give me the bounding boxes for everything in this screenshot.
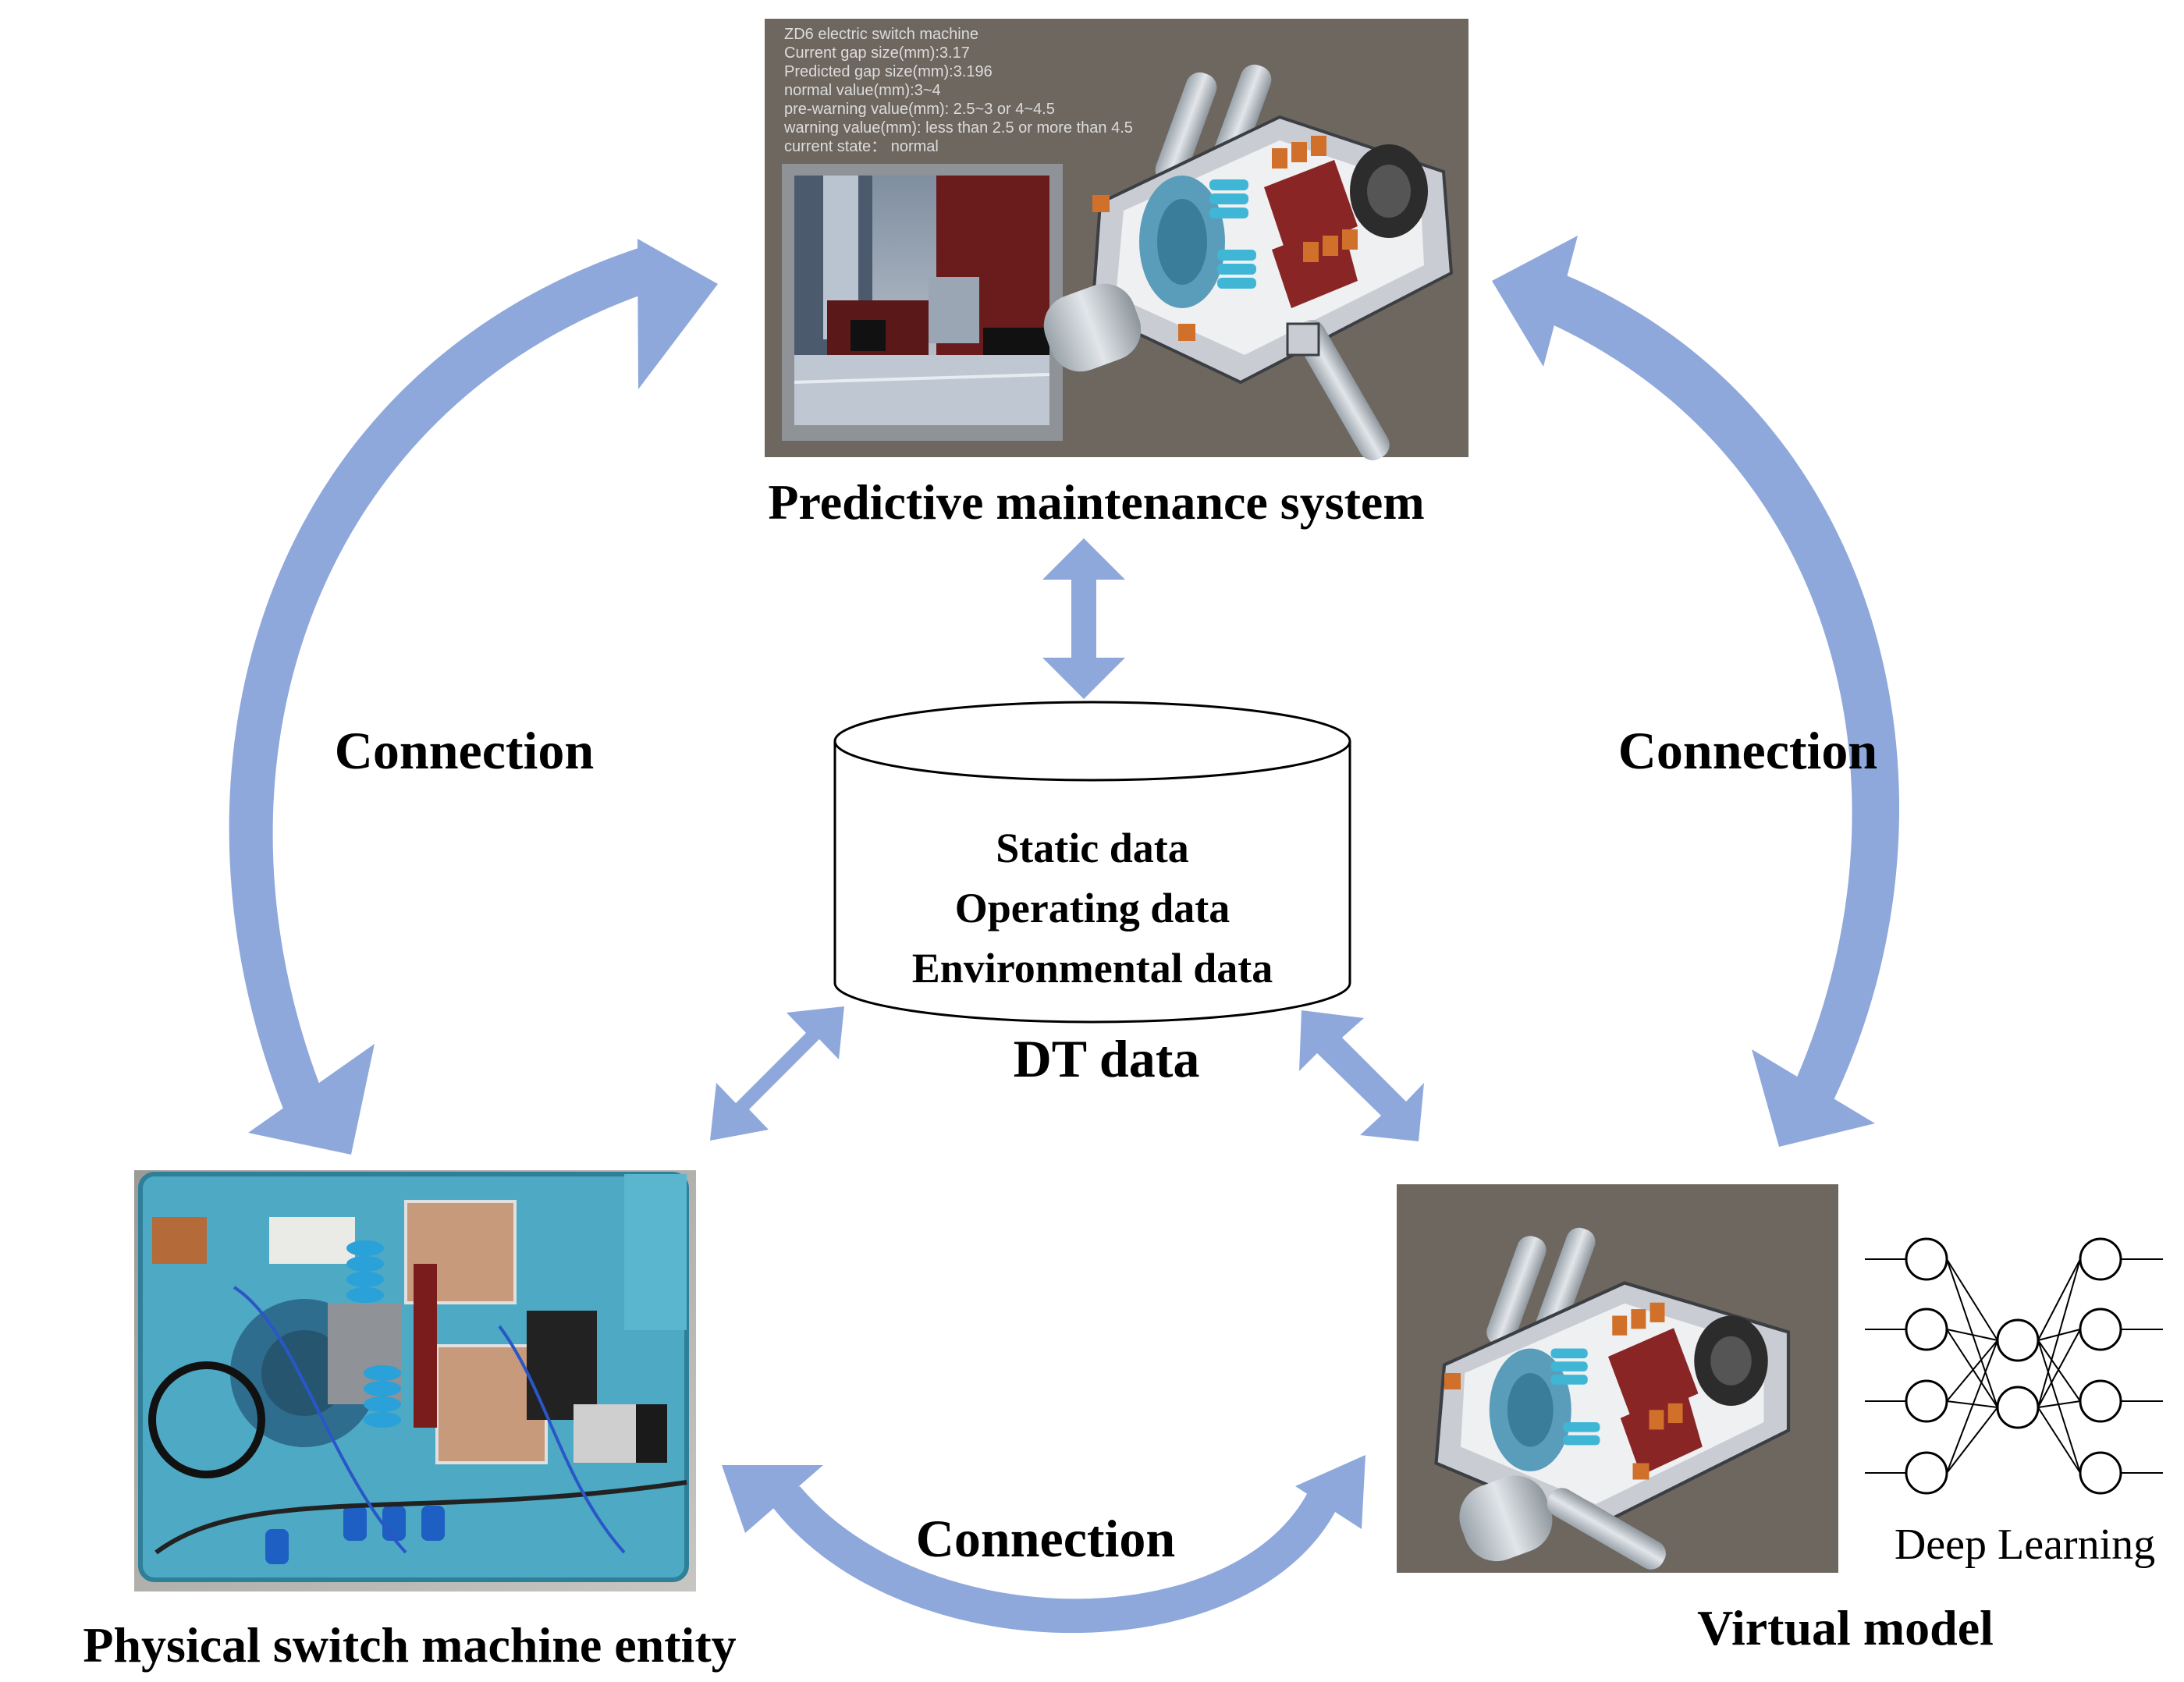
connection-label-right: Connection <box>1618 721 1877 780</box>
predictive-maintenance-panel: ZD6 electric switch machine Current gap … <box>765 19 1468 530</box>
connection-label-bottom: Connection <box>916 1509 1175 1568</box>
hud-text: ZD6 electric switch machine Current gap … <box>783 26 1133 155</box>
input-node <box>1905 1451 1948 1495</box>
predictive-maintenance-caption: Predictive maintenance system <box>768 474 1424 530</box>
output-node <box>2079 1451 2122 1495</box>
gap-zoom-view <box>782 164 1063 441</box>
virtual-model-caption: Virtual model <box>1697 1600 1994 1655</box>
hud-line: ZD6 electric switch machine <box>784 26 978 43</box>
output-node <box>2079 1308 2122 1351</box>
data-arrow-right <box>1299 1010 1424 1141</box>
hud-line: pre-warning value(mm): 2.5~3 or 4~4.5 <box>784 101 1055 118</box>
hud-line: Predicted gap size(mm):3.196 <box>784 63 993 80</box>
hidden-node <box>1996 1318 2040 1362</box>
connection-label-left: Connection <box>335 721 594 780</box>
switch-machine-3d-model <box>1043 64 1454 461</box>
connection-arrow-left <box>229 239 718 1155</box>
network-edges <box>1865 1258 2163 1474</box>
database-line-operating: Operating data <box>955 885 1230 931</box>
deep-learning-network: Deep Learning <box>1865 1237 2163 1569</box>
dt-data-caption: DT data <box>1014 1029 1200 1088</box>
hud-line: Current gap size(mm):3.17 <box>784 44 970 62</box>
data-arrow-top <box>1042 538 1125 699</box>
database-line-environmental: Environmental data <box>912 945 1273 992</box>
database-line-static: Static data <box>996 825 1188 871</box>
network-nodes <box>1905 1237 2122 1495</box>
physical-entity-caption: Physical switch machine entity <box>83 1617 736 1673</box>
hidden-node <box>1996 1386 2040 1429</box>
dt-data-database: Static data Operating data Environmental… <box>833 701 1351 1088</box>
input-node <box>1905 1379 1948 1423</box>
physical-switch-machine-photo: Physical switch machine entity <box>83 1170 737 1673</box>
deep-learning-label: Deep Learning <box>1895 1521 2155 1569</box>
output-node <box>2079 1379 2122 1423</box>
data-arrow-left <box>710 1006 844 1141</box>
hud-line: current state： normal <box>784 138 939 155</box>
virtual-model-panel: Virtual model <box>1397 1184 1994 1655</box>
hud-line: normal value(mm):3~4 <box>784 82 941 99</box>
connection-arrow-bottom <box>722 1455 1365 1634</box>
connection-arrow-right <box>1492 236 1900 1147</box>
database-top <box>833 701 1351 782</box>
input-node <box>1905 1308 1948 1351</box>
hud-line: warning value(mm): less than 2.5 or more… <box>783 119 1133 137</box>
output-node <box>2079 1237 2122 1281</box>
input-node <box>1905 1237 1948 1281</box>
